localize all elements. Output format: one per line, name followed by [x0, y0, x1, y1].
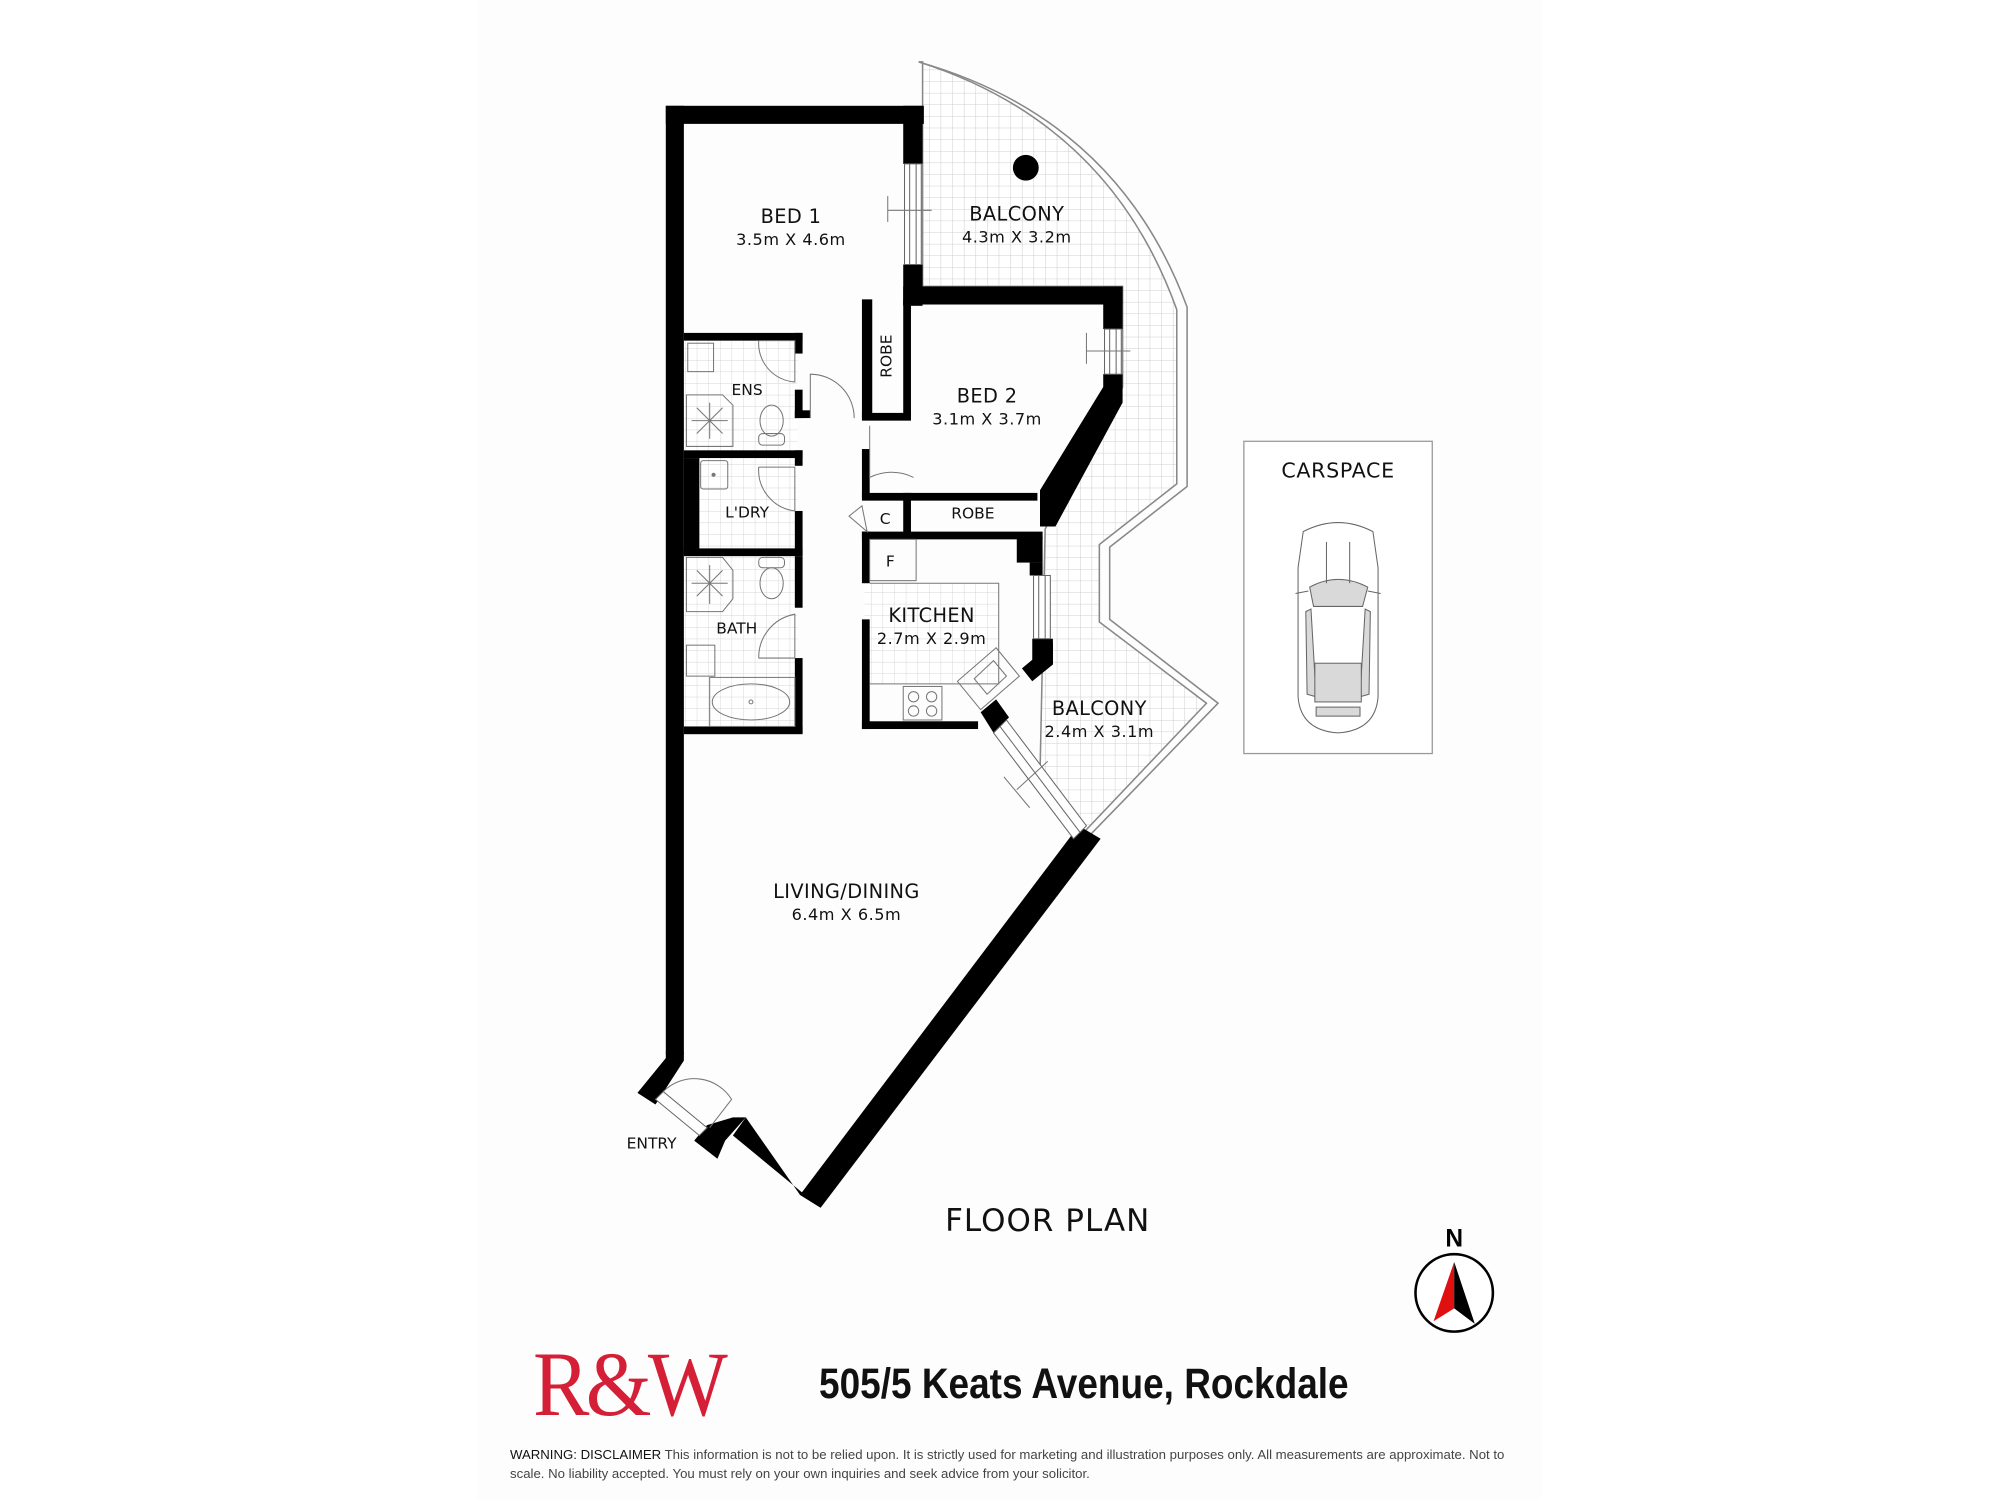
- label-laundry: L'DRY: [725, 503, 770, 521]
- label-fridge: F: [886, 552, 895, 570]
- svg-text:BALCONY: BALCONY: [1052, 697, 1147, 720]
- room-label-balcony2: BALCONY 2.4m X 3.1m: [1045, 697, 1155, 741]
- svg-text:BED 1: BED 1: [761, 205, 822, 228]
- svg-text:BED 2: BED 2: [957, 385, 1018, 408]
- disclaimer: WARNING: DISCLAIMER This information is …: [510, 1445, 1510, 1483]
- room-label-bed2: BED 2 3.1m X 3.7m: [932, 385, 1042, 429]
- disclaimer-label: WARNING: DISCLAIMER: [510, 1447, 662, 1462]
- svg-text:N: N: [1445, 1225, 1463, 1252]
- label-entry: ENTRY: [627, 1134, 678, 1152]
- column: [1012, 154, 1039, 181]
- room-label-kitchen: KITCHEN 2.7m X 2.9m: [877, 604, 987, 648]
- svg-text:3.5m X 4.6m: 3.5m X 4.6m: [736, 230, 846, 249]
- north-compass-icon: N: [1414, 1225, 1495, 1333]
- svg-text:6.4m X 6.5m: 6.4m X 6.5m: [792, 905, 902, 924]
- car-icon: [1295, 522, 1381, 734]
- svg-text:BALCONY: BALCONY: [969, 203, 1064, 226]
- svg-text:KITCHEN: KITCHEN: [888, 604, 975, 627]
- svg-text:3.1m X 3.7m: 3.1m X 3.7m: [932, 410, 1042, 429]
- room-label-living: LIVING/DINING 6.4m X 6.5m: [773, 880, 920, 924]
- label-bath: BATH: [716, 620, 757, 638]
- label-robe-bed1: ROBE: [878, 334, 896, 377]
- svg-text:2.7m X 2.9m: 2.7m X 2.9m: [877, 629, 987, 648]
- property-address: 505/5 Keats Avenue, Rockdale: [819, 1360, 1349, 1408]
- label-ensuite: ENS: [732, 381, 763, 399]
- label-cupboard: C: [880, 510, 891, 528]
- windows: [654, 163, 1122, 1137]
- svg-text:4.3m X 3.2m: 4.3m X 3.2m: [962, 228, 1072, 247]
- floor-plan-title: FLOOR PLAN: [945, 1203, 1150, 1239]
- walls: [637, 105, 1123, 1208]
- kitchen-floor: [864, 583, 999, 684]
- balcony-area: [918, 61, 1220, 840]
- room-label-bed1: BED 1 3.5m X 4.6m: [736, 205, 846, 249]
- rw-logo: R&W: [533, 1333, 728, 1435]
- laundry-floor: [696, 456, 798, 550]
- svg-text:2.4m X 3.1m: 2.4m X 3.1m: [1045, 722, 1155, 741]
- label-robe-bed2: ROBE: [951, 505, 994, 523]
- carspace-box: CARSPACE: [1243, 440, 1433, 755]
- bath-floor: [683, 554, 798, 731]
- disclaimer-text: This information is not to be relied upo…: [510, 1447, 1505, 1481]
- room-label-balcony1: BALCONY 4.3m X 3.2m: [962, 203, 1072, 247]
- carspace-label: CARSPACE: [1281, 458, 1394, 482]
- svg-text:LIVING/DINING: LIVING/DINING: [773, 880, 920, 903]
